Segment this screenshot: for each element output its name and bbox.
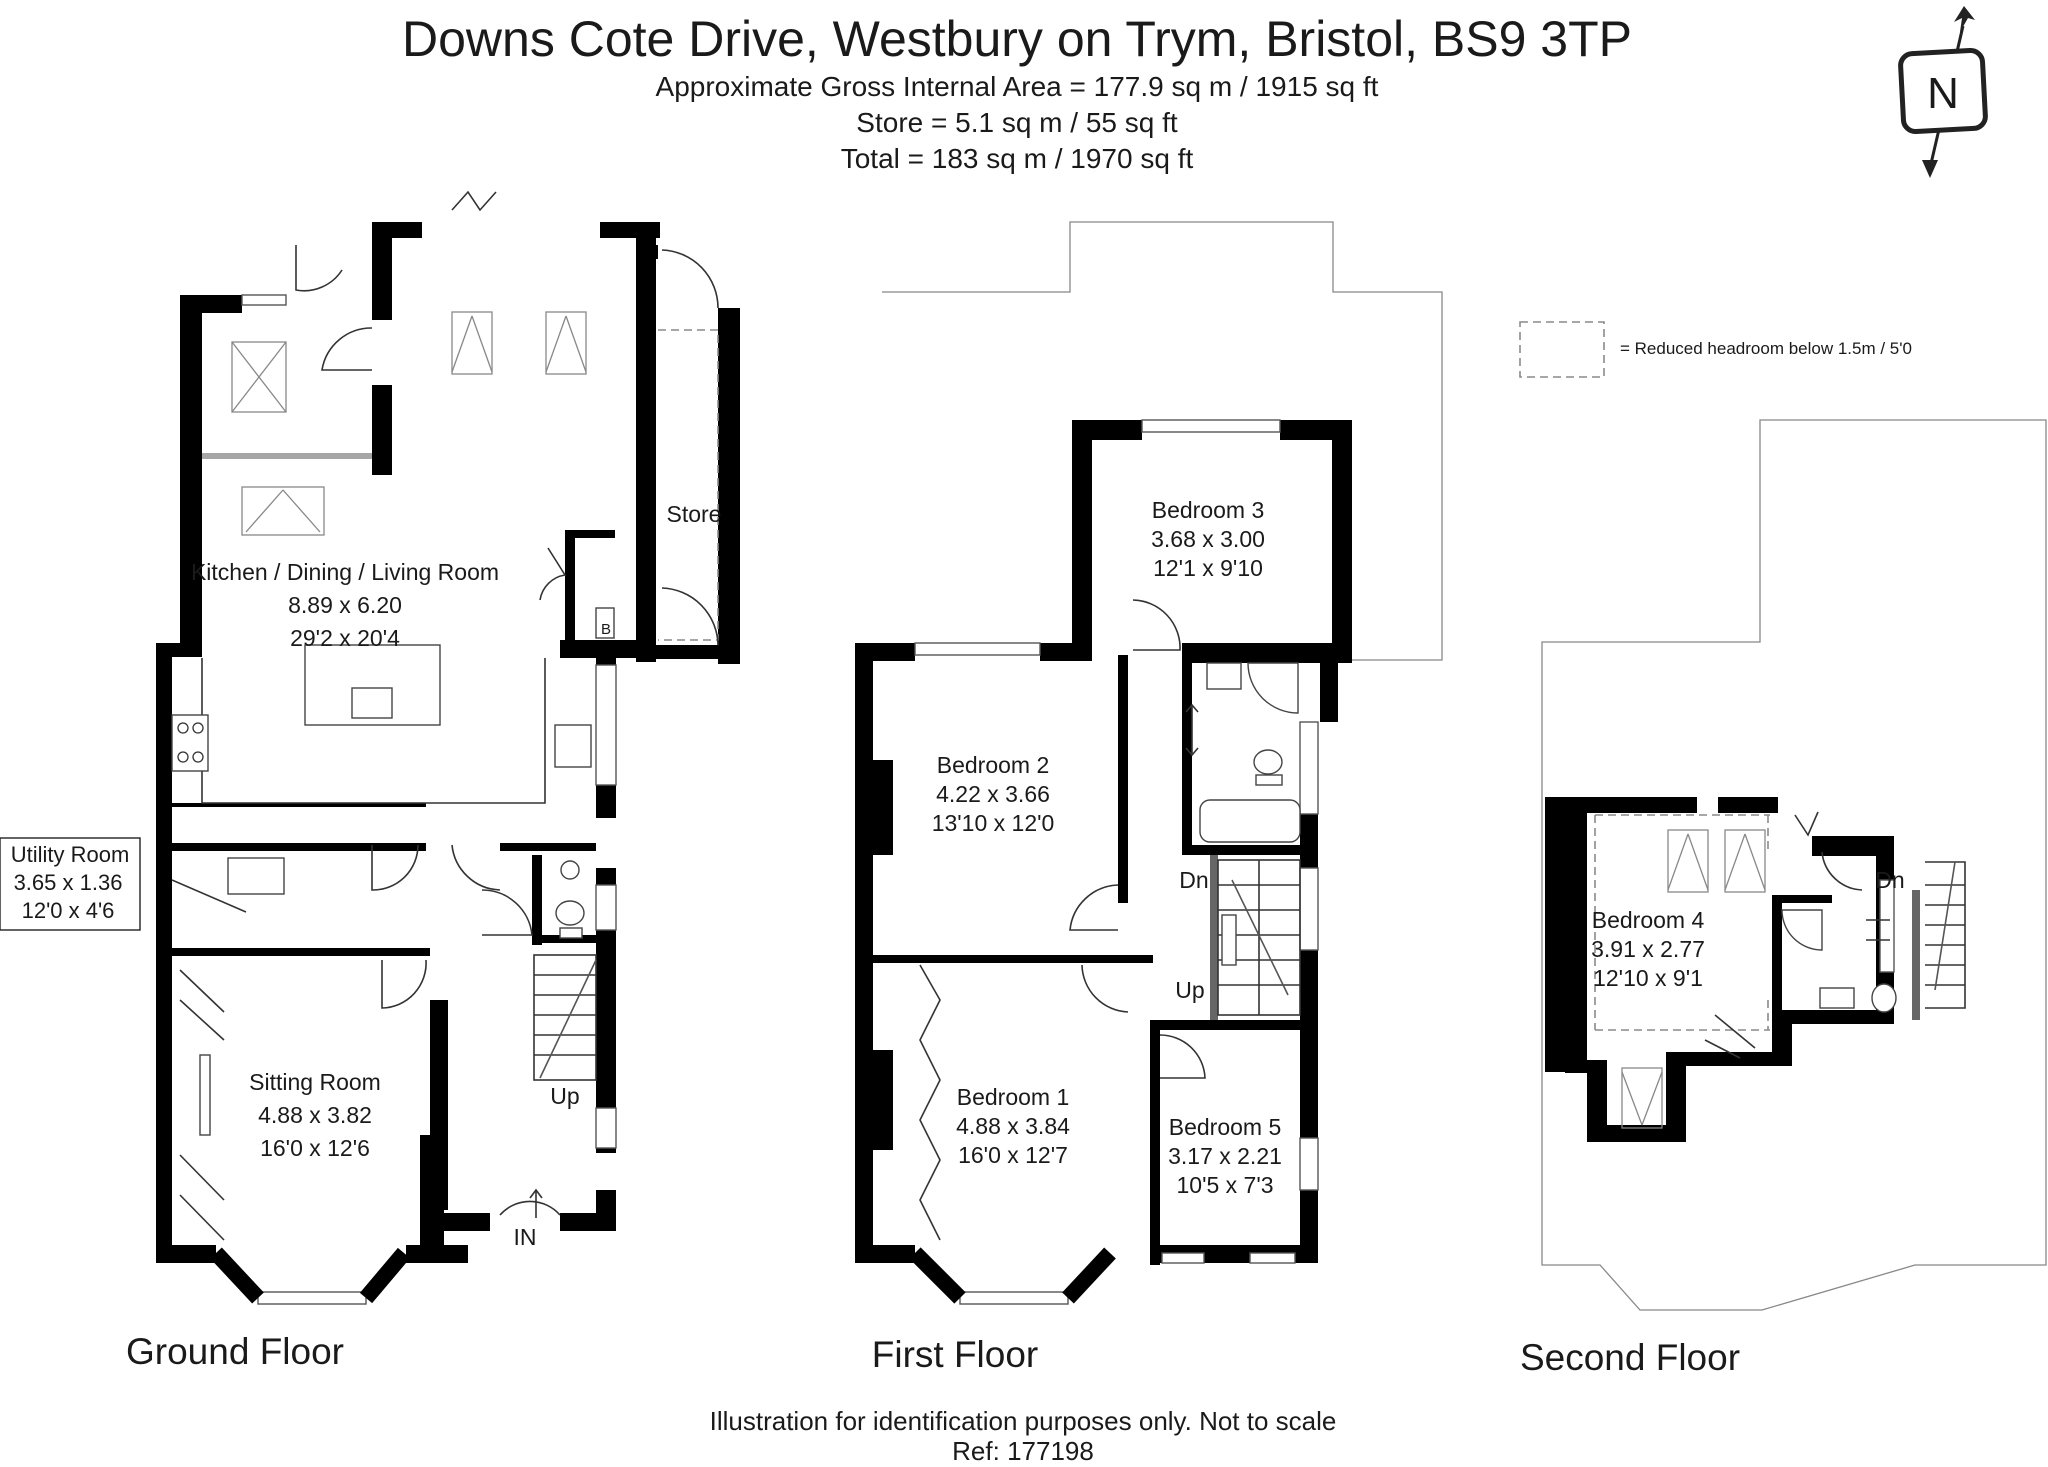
bedroom-2-name: Bedroom 2 bbox=[937, 752, 1050, 778]
first-stairs-down: Dn bbox=[1179, 867, 1208, 893]
boiler-box bbox=[595, 607, 615, 639]
total-area: Total = 183 sq m / 1970 sq ft bbox=[841, 143, 1194, 174]
kitchen-name: Kitchen / Dining / Living Room bbox=[191, 559, 499, 585]
second-floor-basin bbox=[1819, 987, 1855, 1009]
boiler-label: B bbox=[601, 621, 611, 638]
second-floor-title: Second Floor bbox=[1520, 1337, 1740, 1378]
utility-room-callout: Utility Room 3.65 x 1.36 12'0 x 4'6 bbox=[0, 837, 141, 931]
toilet bbox=[555, 900, 585, 926]
property-address: Downs Cote Drive, Westbury on Trym, Bris… bbox=[402, 11, 1632, 67]
bedroom-4-imperial: 12'10 x 9'1 bbox=[1593, 965, 1703, 991]
sitting-room-name: Sitting Room bbox=[249, 1069, 381, 1095]
hob bbox=[171, 714, 209, 772]
bath bbox=[1199, 799, 1301, 843]
bedroom-5-metric: 3.17 x 2.21 bbox=[1168, 1143, 1282, 1169]
utility-room-metric: 3.65 x 1.36 bbox=[14, 870, 123, 895]
footer: Illustration for identification purposes… bbox=[710, 1406, 1337, 1466]
utility-room-imperial: 12'0 x 4'6 bbox=[22, 898, 115, 923]
first-floor-shower bbox=[1247, 662, 1299, 714]
first-floor-title: First Floor bbox=[872, 1334, 1039, 1375]
utility-room-name: Utility Room bbox=[11, 842, 130, 867]
kitchen-metric: 8.89 x 6.20 bbox=[288, 592, 402, 618]
bedroom-1-name: Bedroom 1 bbox=[957, 1084, 1070, 1110]
island-sink bbox=[351, 687, 393, 719]
sitting-room-imperial: 16'0 x 12'6 bbox=[260, 1135, 370, 1161]
first-floor-plan: Bedroom 3 3.68 x 3.00 12'1 x 9'10 Bedroo… bbox=[855, 221, 1443, 1375]
utility-sink bbox=[227, 857, 285, 895]
header: Downs Cote Drive, Westbury on Trym, Bris… bbox=[402, 11, 1632, 174]
bedroom-2-imperial: 13'10 x 12'0 bbox=[932, 810, 1055, 836]
bedroom-3-metric: 3.68 x 3.00 bbox=[1151, 526, 1265, 552]
ground-floor-title: Ground Floor bbox=[126, 1331, 344, 1372]
disclaimer: Illustration for identification purposes… bbox=[710, 1406, 1337, 1436]
second-floor-plan: Bedroom 4 3.91 x 2.77 12'10 x 9'1 Dn Sec… bbox=[1520, 419, 2047, 1378]
entrance-label: IN bbox=[514, 1224, 537, 1250]
second-floor-shower bbox=[1781, 909, 1823, 951]
compass-letter: N bbox=[1927, 69, 1959, 118]
bedroom-2-metric: 4.22 x 3.66 bbox=[936, 781, 1050, 807]
bedroom-1-metric: 4.88 x 3.84 bbox=[956, 1113, 1070, 1139]
kitchen-sink bbox=[554, 724, 592, 768]
store-area: Store = 5.1 sq m / 55 sq ft bbox=[856, 107, 1178, 138]
reference-number: Ref: 177198 bbox=[952, 1436, 1094, 1466]
legend: = Reduced headroom below 1.5m / 5'0 bbox=[1519, 321, 1912, 378]
kitchen-imperial: 29'2 x 20'4 bbox=[290, 625, 400, 651]
bedroom-5-name: Bedroom 5 bbox=[1169, 1114, 1282, 1140]
first-floor-stairs bbox=[1217, 859, 1301, 1016]
second-floor-stairs bbox=[1925, 861, 1966, 1009]
bedroom-3-name: Bedroom 3 bbox=[1152, 497, 1265, 523]
north-compass-icon: N bbox=[1898, 6, 1988, 178]
bedroom-4-metric: 3.91 x 2.77 bbox=[1591, 936, 1705, 962]
bedroom-1-imperial: 16'0 x 12'7 bbox=[958, 1142, 1068, 1168]
legend-text: = Reduced headroom below 1.5m / 5'0 bbox=[1620, 339, 1912, 358]
store-name: Store bbox=[667, 501, 722, 527]
first-floor-toilet bbox=[1253, 749, 1283, 775]
bedroom-3-imperial: 12'1 x 9'10 bbox=[1153, 555, 1263, 581]
bedroom-4-name: Bedroom 4 bbox=[1592, 907, 1705, 933]
ground-floor-plan: Kitchen / Dining / Living Room 8.89 x 6.… bbox=[126, 190, 740, 1372]
second-stairs-down: Dn bbox=[1875, 867, 1904, 893]
reduced-headroom-swatch bbox=[1519, 321, 1605, 378]
ground-stairs-up: Up bbox=[550, 1083, 579, 1109]
ground-floor-stairs bbox=[533, 954, 597, 1081]
sitting-room-metric: 4.88 x 3.82 bbox=[258, 1102, 372, 1128]
bedroom-5-imperial: 10'5 x 7'3 bbox=[1176, 1172, 1273, 1198]
first-floor-basin bbox=[1206, 662, 1242, 690]
first-stairs-up: Up bbox=[1175, 977, 1204, 1003]
second-floor-toilet bbox=[1871, 983, 1897, 1013]
gross-internal-area: Approximate Gross Internal Area = 177.9 … bbox=[656, 71, 1379, 102]
